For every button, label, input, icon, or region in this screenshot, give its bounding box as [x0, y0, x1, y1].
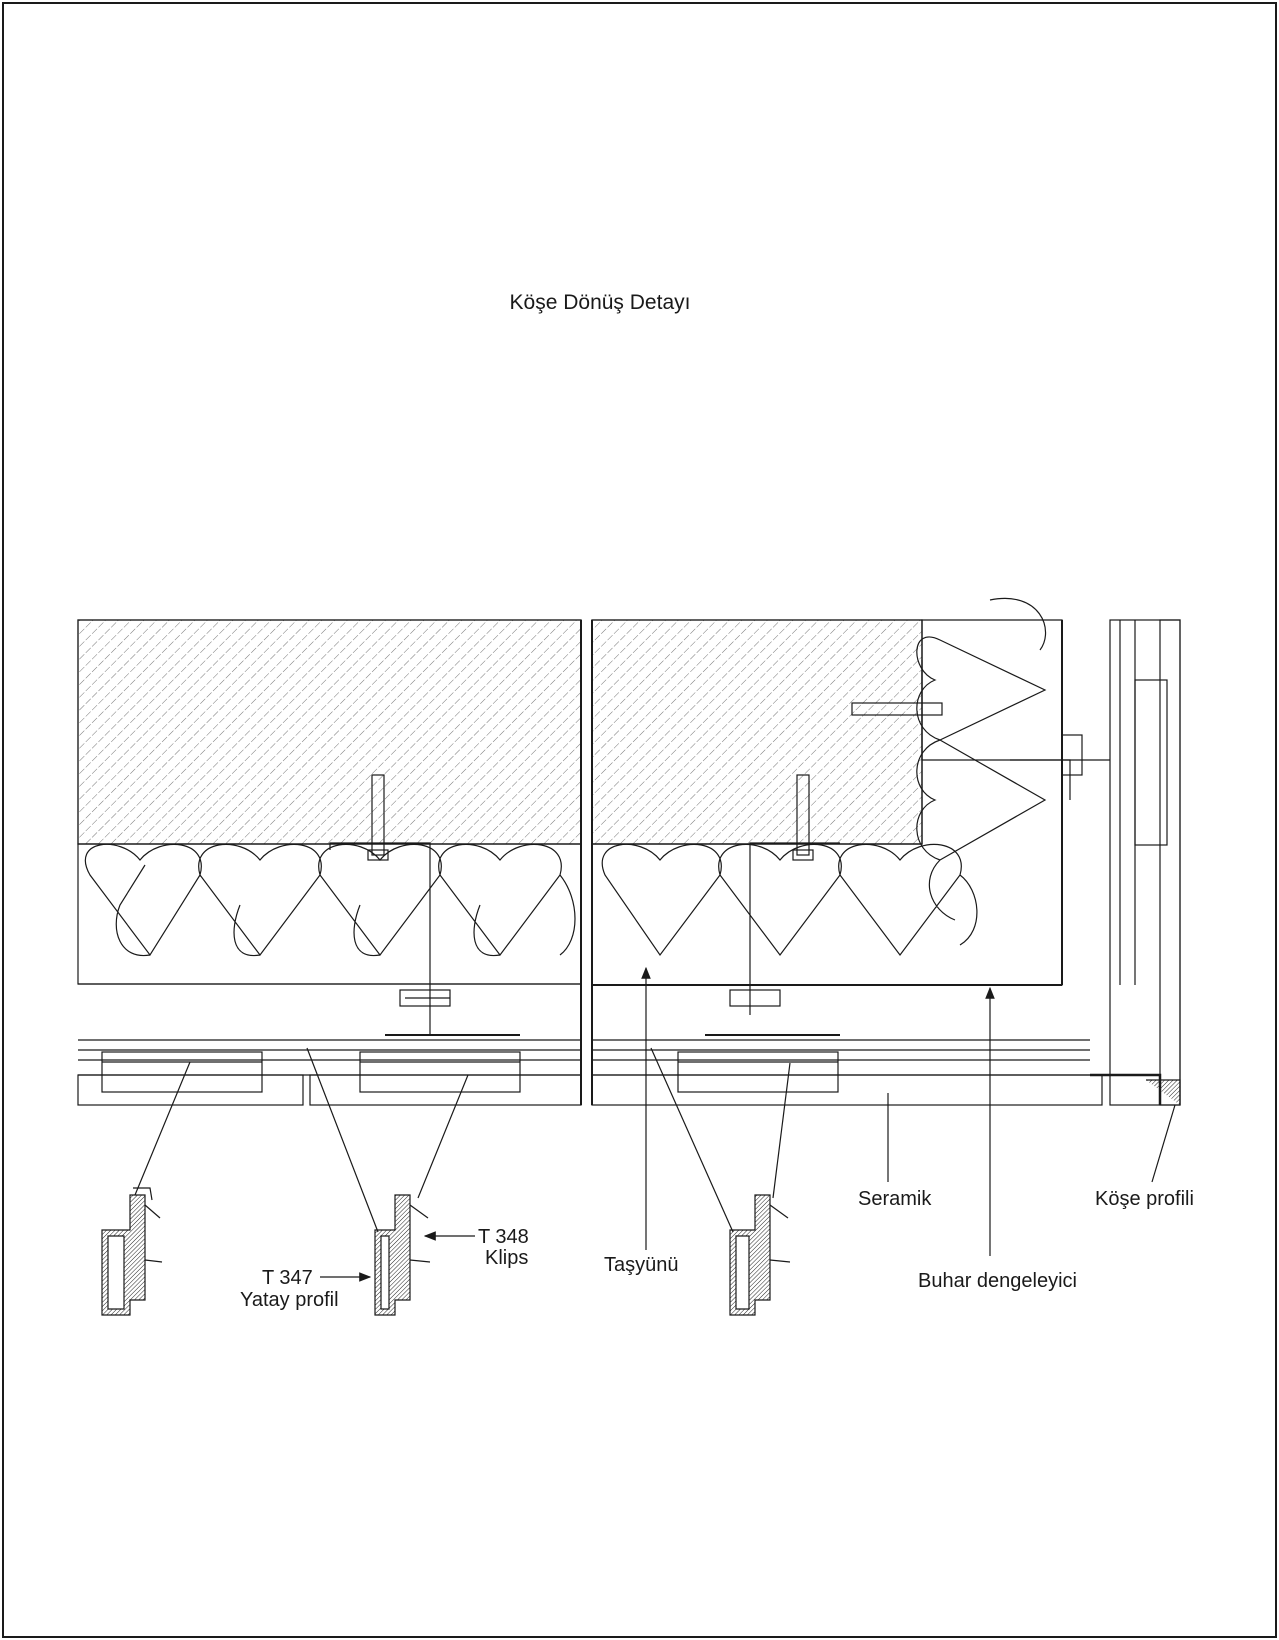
ceramic-tile-left-1 — [77, 1074, 304, 1106]
label-t348-name: Klips — [485, 1247, 528, 1269]
rockwool-right — [601, 597, 1047, 957]
concrete-wall-right — [591, 619, 923, 845]
right-wall-section — [591, 597, 1181, 1106]
profile-detail-3 — [729, 1194, 791, 1316]
bracket-left — [329, 842, 431, 1015]
ceramic-tile-side — [1159, 619, 1181, 1106]
screw-right — [729, 989, 781, 1007]
screw-corner — [1061, 734, 1083, 776]
label-tasyunu: Taşyünü — [604, 1254, 679, 1276]
ceramic-tile-left-2 — [309, 1074, 582, 1106]
label-t347-code: T 347 — [262, 1267, 313, 1289]
label-buhar-dengeleyici: Buhar dengeleyici — [918, 1270, 1077, 1292]
horizontal-profile-left-1 — [101, 1051, 263, 1093]
label-kose-profili: Köşe profili — [1095, 1188, 1194, 1210]
bracket-right — [749, 842, 840, 850]
drawing-title: Köşe Dönüş Detayı — [510, 291, 691, 314]
profile-detail-2 — [374, 1194, 431, 1316]
rockwool-left — [84, 843, 576, 957]
ceramic-tile-bottom-right — [591, 1074, 1103, 1106]
leader-lines — [134, 966, 1176, 1282]
profile-detail-1 — [101, 1187, 163, 1316]
horizontal-profile-left-2 — [359, 1051, 521, 1093]
corner-profile — [1090, 1073, 1162, 1105]
anchor-bolt-right — [796, 774, 810, 856]
concrete-wall-left — [77, 619, 582, 845]
horizontal-profile-right — [677, 1051, 839, 1093]
anchor-bolt-left — [371, 774, 385, 856]
insulation-band-left — [77, 843, 582, 985]
label-t348-code: T 348 — [478, 1226, 529, 1248]
label-seramik: Seramik — [858, 1188, 932, 1210]
label-t347-name: Yatay profil — [240, 1289, 339, 1311]
left-wall-section — [77, 619, 582, 1106]
anchor-bolt-horizontal — [851, 702, 943, 716]
